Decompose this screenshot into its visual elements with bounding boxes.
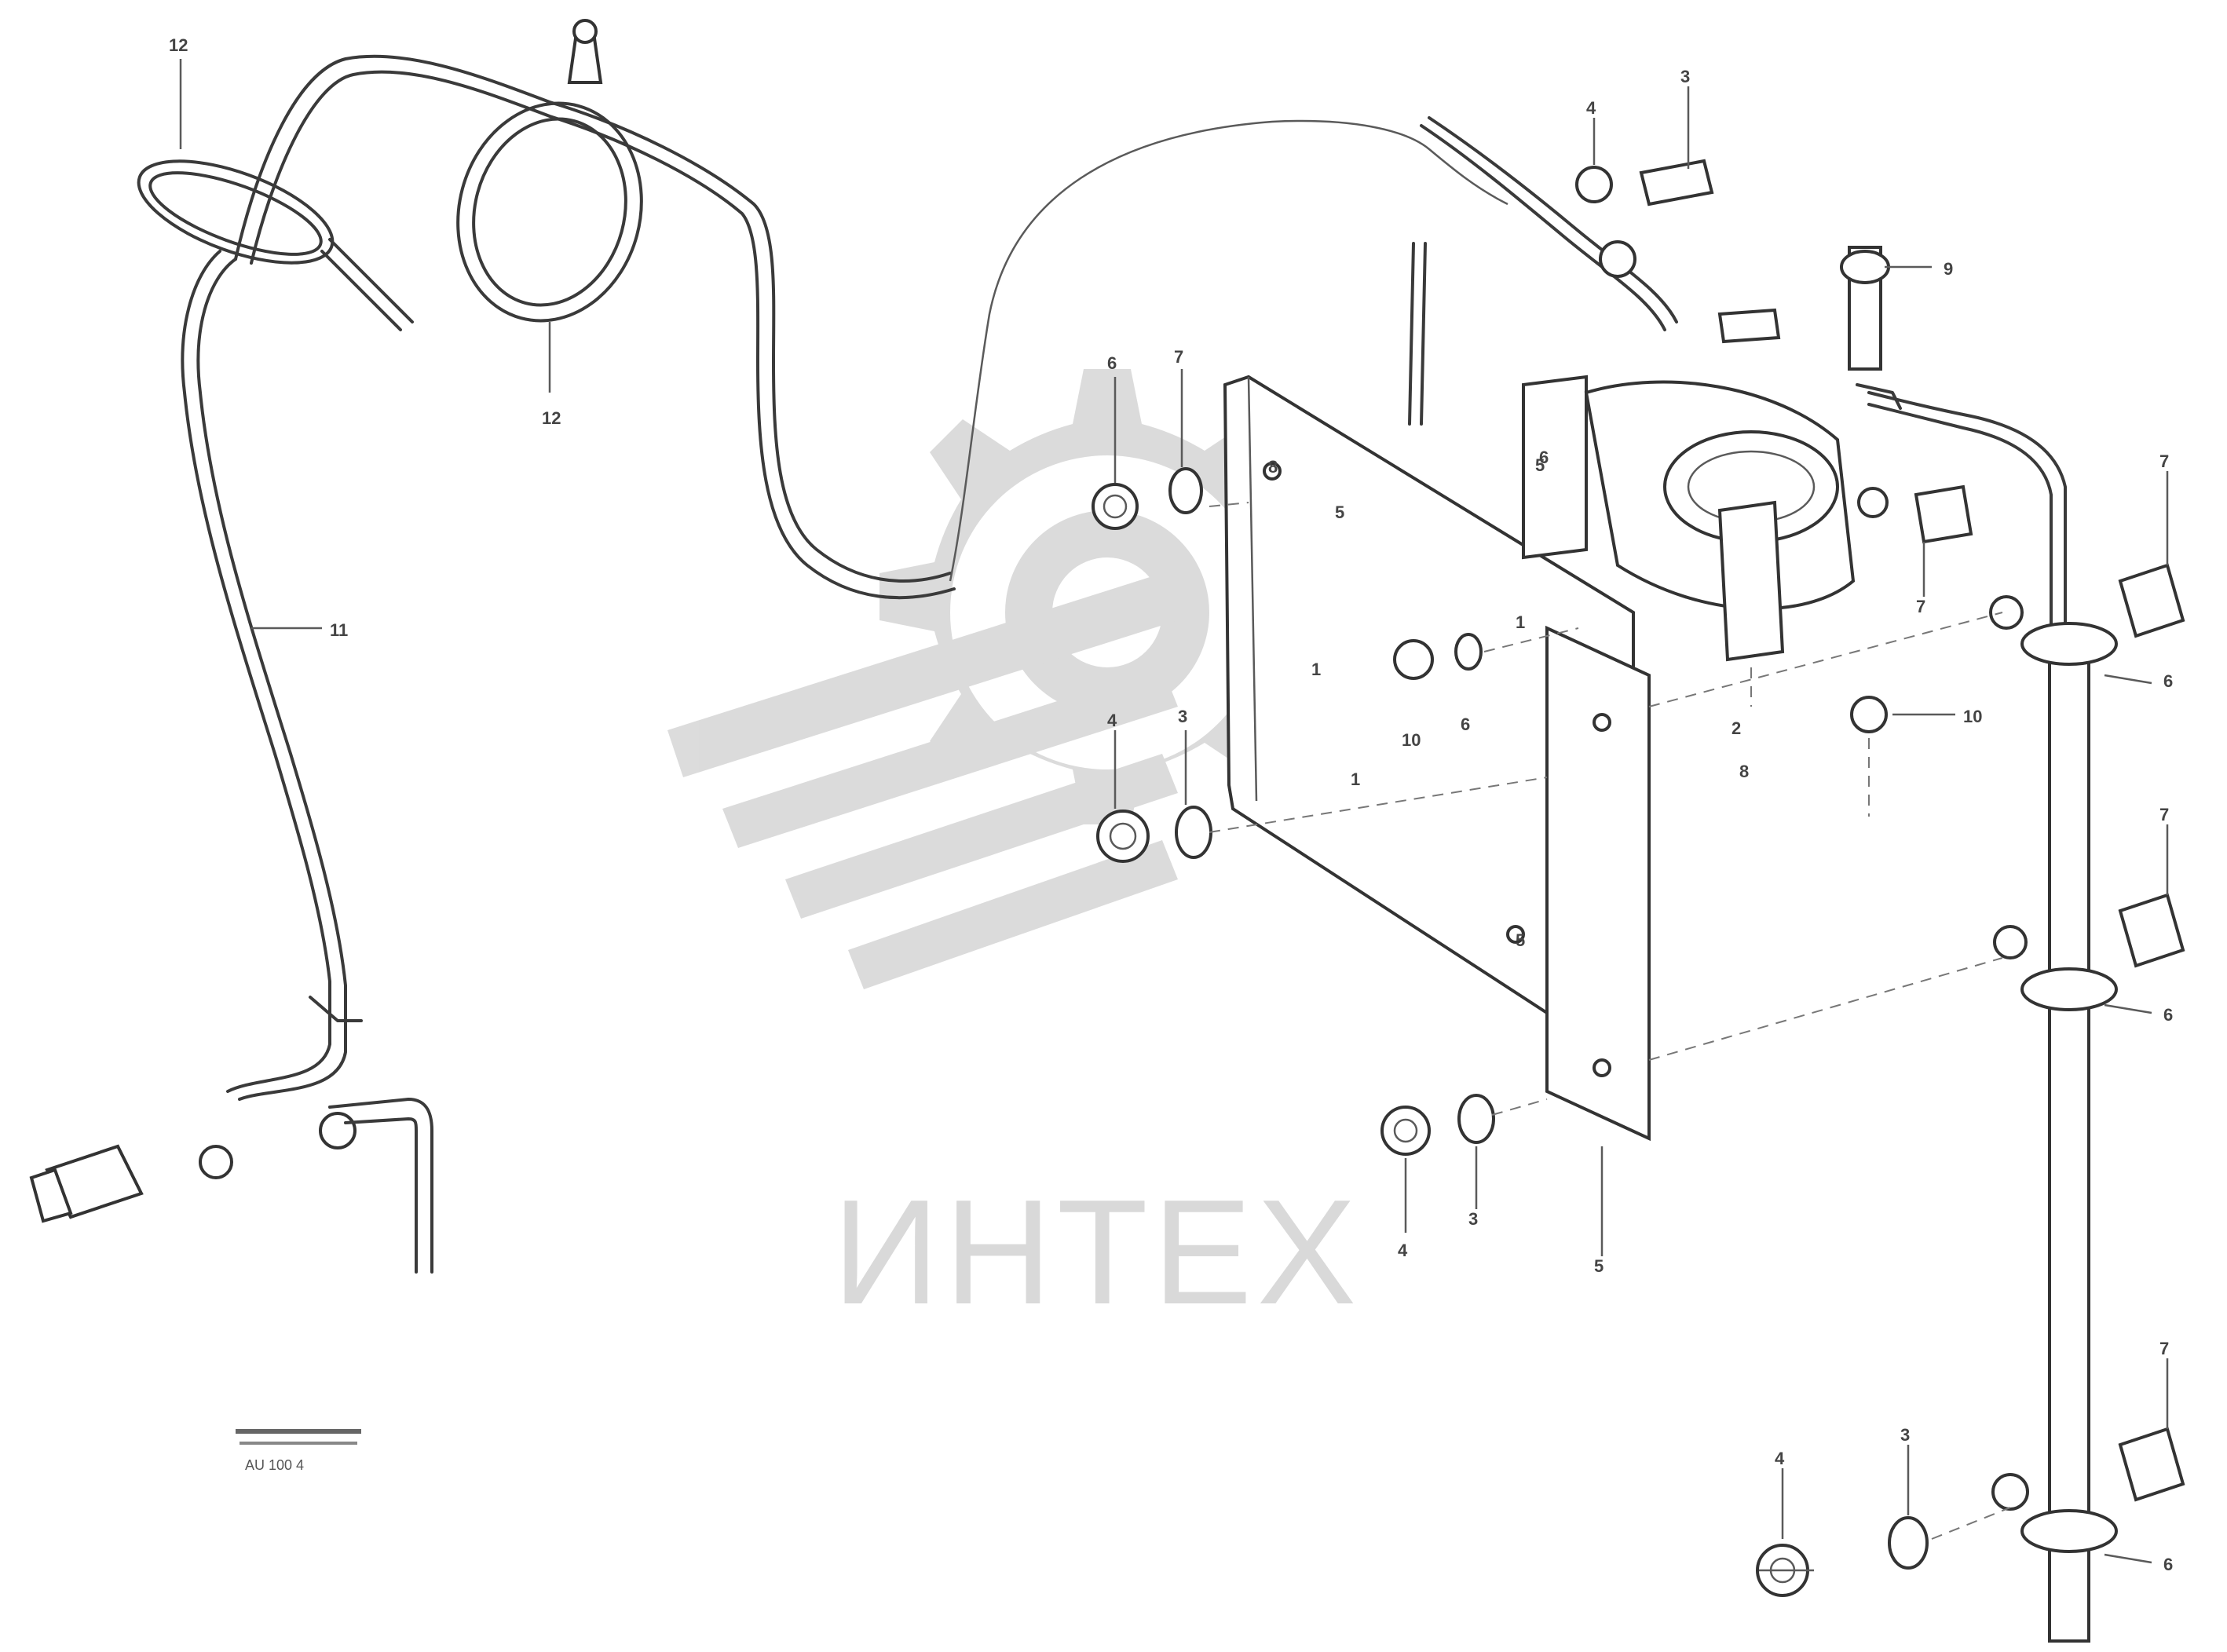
alignment-lines [1209, 502, 2011, 1540]
callout: 7 [1916, 597, 1925, 616]
callout: 6 [2163, 1005, 2173, 1025]
mounting-plate [1223, 242, 1651, 1142]
callout: 12 [542, 408, 561, 428]
callout: 10 [1402, 730, 1421, 750]
watermark-gear-logo [667, 369, 1335, 989]
callout: 6 [1539, 448, 1549, 467]
callout: 4 [1398, 1241, 1408, 1260]
callout: 11 [330, 620, 348, 640]
callout: 4 [1107, 711, 1117, 730]
callout: 6 [1461, 715, 1470, 734]
callout-labels: 12 12 11 6 7 8 4 3 5 1 1 10 6 1 5 4 3 5 … [169, 35, 2173, 1574]
callout: 4 [1586, 98, 1596, 118]
callout: 3 [1178, 707, 1187, 726]
leader-lines [179, 59, 2169, 1572]
drawing-stamp: AU 100 4 [236, 1429, 361, 1473]
callout: 6 [1107, 353, 1117, 373]
stamp-code: AU 100 4 [245, 1457, 304, 1473]
callout: 5 [1535, 455, 1545, 475]
callout: 10 [1963, 707, 1982, 726]
callout: 7 [1174, 347, 1183, 367]
callout: 7 [2159, 1339, 2169, 1358]
relay-bracket [1522, 375, 1973, 733]
callout: 1 [1516, 612, 1525, 632]
callout: 4 [1775, 1449, 1785, 1468]
callout: 9 [1944, 259, 1953, 279]
callout: 6 [2163, 671, 2173, 691]
watermark-text: ИНТЕХ [832, 1169, 1361, 1336]
callout: 7 [2159, 451, 2169, 471]
callout: 5 [1594, 1256, 1604, 1276]
callout: 5 [1516, 930, 1525, 950]
pipe-assembly-left [29, 19, 1508, 1274]
callout: 1 [1311, 660, 1321, 679]
callout: 8 [1739, 762, 1749, 781]
vertical-rod-right [1840, 246, 2185, 1643]
callout: 1 [1351, 769, 1360, 789]
callout: 12 [169, 35, 188, 55]
callout: 6 [2163, 1555, 2173, 1574]
callout: 2 [1732, 718, 1741, 738]
upper-clip [1420, 116, 1781, 344]
callout: 3 [1680, 67, 1690, 86]
callout: 8 [1268, 457, 1278, 477]
callout: 3 [1900, 1425, 1910, 1445]
callout: 5 [1335, 503, 1344, 522]
callout: 3 [1468, 1209, 1478, 1229]
callout: 7 [2159, 805, 2169, 824]
